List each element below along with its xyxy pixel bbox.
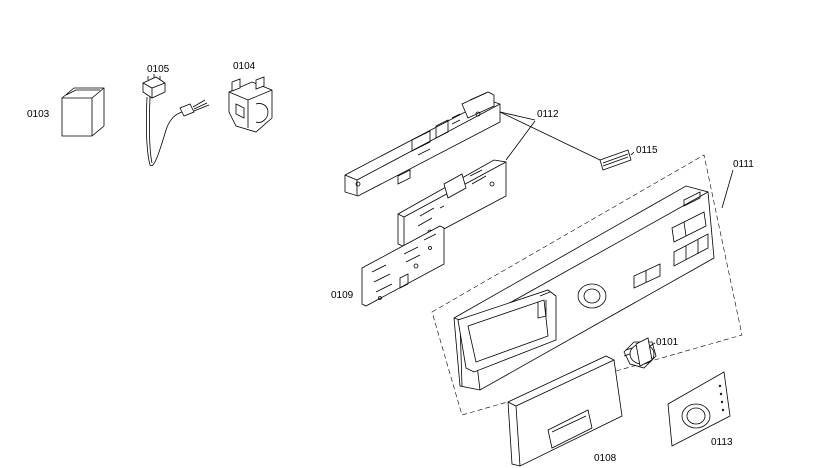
part-0108-drawer-front xyxy=(507,355,623,467)
part-0112-control-module xyxy=(344,91,501,197)
part-0109-circuit-board xyxy=(361,225,445,307)
label-0111: 0111 xyxy=(733,159,754,170)
part-0101-knob xyxy=(623,337,657,369)
label-0113: 0113 xyxy=(711,437,733,448)
part-control-panel-facia xyxy=(453,185,715,391)
leader-0112 xyxy=(499,111,536,161)
part-0115-label-plate xyxy=(599,149,632,171)
assembly-boundary-0111 xyxy=(431,154,743,416)
leader-0101 xyxy=(649,342,656,347)
label-0105: 0105 xyxy=(147,64,170,75)
label-0112: 0112 xyxy=(537,109,559,120)
part-0104-filter xyxy=(228,76,273,133)
label-0108: 0108 xyxy=(594,453,617,464)
label-0104: 0104 xyxy=(233,61,256,72)
leader-0111 xyxy=(721,169,734,209)
label-0103: 0103 xyxy=(27,109,50,120)
label-0109: 0109 xyxy=(331,290,354,301)
part-0105-mains-cable xyxy=(142,74,210,167)
part-0113-program-panel xyxy=(667,371,731,447)
part-0103-box xyxy=(61,87,105,137)
leader-0115 xyxy=(630,151,635,156)
leader-0112-0115 xyxy=(499,111,601,161)
label-0115: 0115 xyxy=(636,145,658,156)
label-0101: 0101 xyxy=(656,337,679,348)
part-0112-control-board xyxy=(397,159,507,249)
